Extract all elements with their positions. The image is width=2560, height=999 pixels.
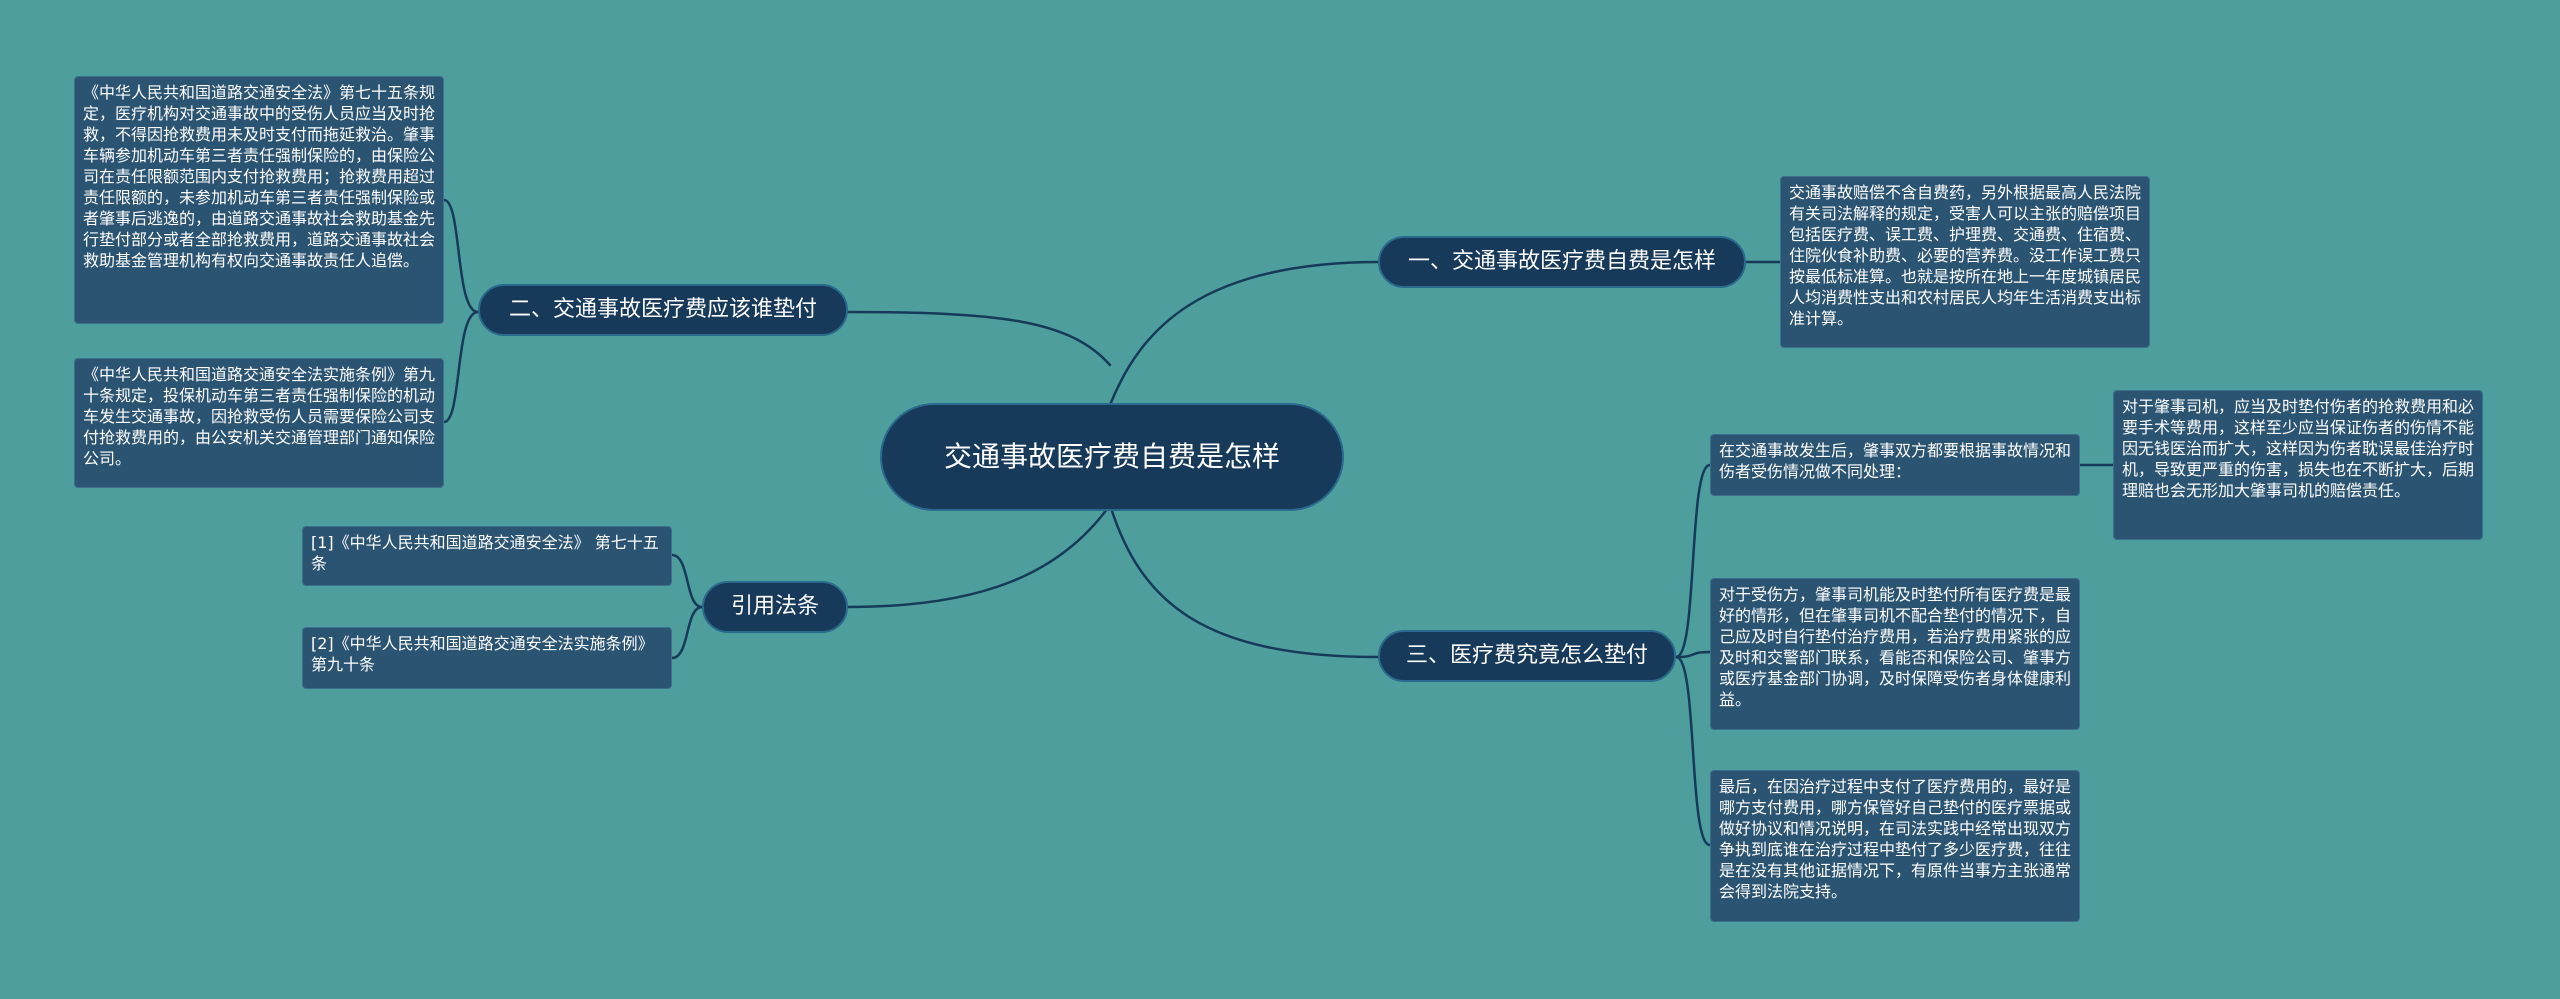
leaf-b2-2-text: 《中华人民共和国道路交通安全法实施条例》第九十条规定，投保机动车第三者责任强制保… (83, 365, 436, 468)
leaf-b3-3[interactable]: 最后，在因治疗过程中支付了医疗费用的，最好是哪方支付费用，哪方保管好自己垫付的医… (1710, 770, 2080, 922)
leaf-b1-1-text: 交通事故赔偿不含自费药，另外根据最高人民法院有关司法解释的规定，受害人可以主张的… (1789, 183, 2142, 328)
leaf-b3-3-text: 最后，在因治疗过程中支付了医疗费用的，最好是哪方支付费用，哪方保管好自己垫付的医… (1719, 777, 2072, 901)
leaf-b3-1[interactable]: 在交通事故发生后，肇事双方都要根据事故情况和伤者受伤情况做不同处理： (1710, 434, 2080, 496)
branch-topic-1-label: 一、交通事故医疗费自费是怎样 (1407, 249, 1716, 274)
branch-topic-4[interactable]: 引用法条 (702, 581, 848, 633)
leaf-b2-1[interactable]: 《中华人民共和国道路交通安全法》第七十五条规定，医疗机构对交通事故中的受伤人员应… (74, 76, 444, 324)
connector-b2-leaf2 (442, 310, 480, 424)
branch-topic-3[interactable]: 三、医疗费究竟怎么垫付 (1378, 630, 1676, 682)
root-topic[interactable]: 交通事故医疗费自费是怎样 (880, 403, 1344, 511)
branch-topic-3-label: 三、医疗费究竟怎么垫付 (1405, 643, 1648, 668)
connector-b2-leaf1 (442, 198, 480, 314)
leaf-b4-2[interactable]: [2]《中华人民共和国道路交通安全法实施条例》 第九十条 (302, 627, 672, 689)
leaf-b3-1-1[interactable]: 对于肇事司机，应当及时垫付伤者的抢救费用和必要手术等费用，这样至少应当保证伤者的… (2113, 390, 2483, 540)
branch-topic-1[interactable]: 一、交通事故医疗费自费是怎样 (1378, 236, 1746, 288)
connector-root-b3 (1108, 503, 1380, 659)
connector-b3-leaf2 (1674, 650, 1712, 659)
connector-b4-leaf1 (670, 553, 704, 609)
leaf-b2-2[interactable]: 《中华人民共和国道路交通安全法实施条例》第九十条规定，投保机动车第三者责任强制保… (74, 358, 444, 488)
leaf-b3-1-text: 在交通事故发生后，肇事双方都要根据事故情况和伤者受伤情况做不同处理： (1719, 441, 2072, 481)
connector-root-b1 (1108, 260, 1382, 407)
connector-b3-leaf3 (1674, 655, 1712, 847)
leaf-b2-1-text: 《中华人民共和国道路交通安全法》第七十五条规定，医疗机构对交通事故中的受伤人员应… (83, 83, 436, 270)
leaf-b4-1-text: [1]《中华人民共和国道路交通安全法》 第七十五条 (311, 533, 659, 573)
connector-b3-leaf1 (1674, 463, 1712, 659)
leaf-b4-1[interactable]: [1]《中华人民共和国道路交通安全法》 第七十五条 (302, 526, 672, 586)
leaf-b4-2-text: [2]《中华人民共和国道路交通安全法实施条例》 第九十条 (311, 634, 654, 674)
branch-topic-4-label: 引用法条 (730, 594, 819, 619)
leaf-b3-2-text: 对于受伤方，肇事司机能及时垫付所有医疗费是最好的情形，但在肇事司机不配合垫付的情… (1719, 585, 2072, 709)
leaf-b1-1[interactable]: 交通事故赔偿不含自费药，另外根据最高人民法院有关司法解释的规定，受害人可以主张的… (1780, 176, 2150, 348)
connector-root-b2 (844, 310, 1112, 367)
root-topic-title: 交通事故医疗费自费是怎样 (943, 440, 1280, 473)
leaf-b3-2[interactable]: 对于受伤方，肇事司机能及时垫付所有医疗费是最好的情形，但在肇事司机不配合垫付的情… (1710, 578, 2080, 730)
connector-root-b4 (846, 503, 1112, 609)
connector-b4-leaf2 (670, 605, 704, 660)
branch-topic-2-label: 二、交通事故医疗费应该谁垫付 (508, 297, 817, 322)
leaf-b3-1-1-text: 对于肇事司机，应当及时垫付伤者的抢救费用和必要手术等费用，这样至少应当保证伤者的… (2122, 397, 2475, 500)
branch-topic-2[interactable]: 二、交通事故医疗费应该谁垫付 (478, 284, 848, 336)
